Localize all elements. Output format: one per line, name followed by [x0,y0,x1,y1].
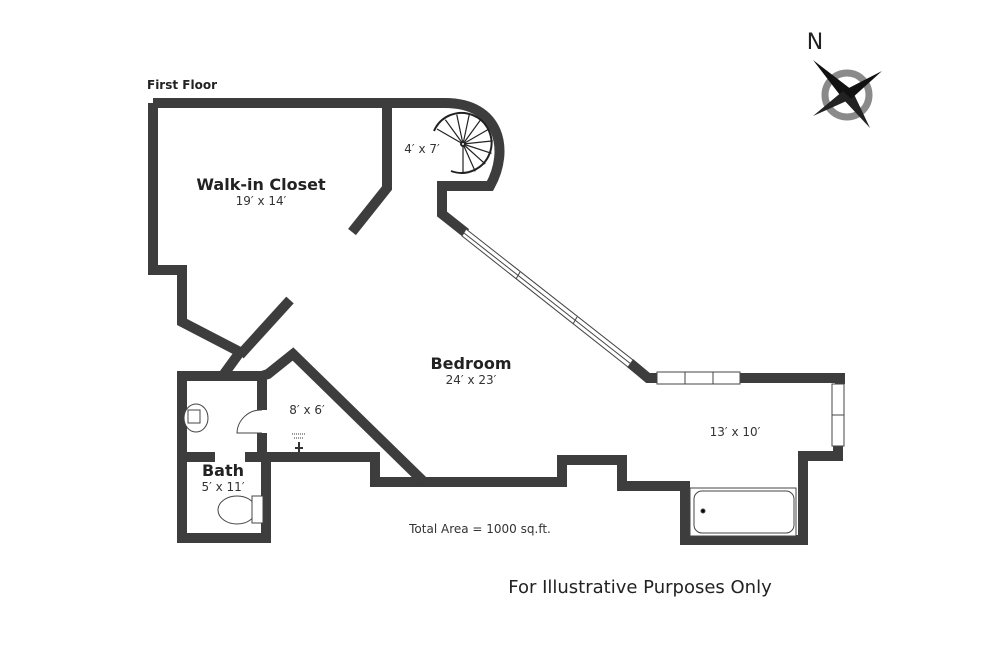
room-alcove-dims: 13′ x 10′ [709,425,761,439]
bath-wall [177,371,271,543]
doors [236,409,263,434]
stair-tread [462,119,482,145]
compass-rose-icon [813,60,882,128]
toilet-icon [217,495,257,525]
outer-wall-left [148,103,248,377]
room-name: Bedroom [430,354,512,373]
bath-door [236,409,263,434]
room-bath: Bath 5′ x 11′ [201,461,244,494]
closet-stub-wall [236,296,294,359]
stair-tread [462,143,492,154]
shower-wall [260,347,428,486]
stair-tread [462,128,490,145]
floor-label: First Floor [146,78,218,92]
outer-wall-bottom [262,446,843,545]
room-bedroom: Bedroom 24′ x 23′ [430,354,511,387]
shower-head-icon [292,433,306,452]
stair-tread [456,114,464,145]
room-walk-in-closet: Walk-in Closet 19′ x 14′ [196,175,325,208]
outer-wall-right [740,373,845,384]
stair-tread [436,128,464,145]
total-area: Total Area = 1000 sq.ft. [409,522,551,536]
room-name: Walk-in Closet [196,175,326,194]
spiral-stairs [433,111,493,174]
compass-north-label: N [806,30,824,55]
windows [461,228,845,447]
window-corner-wall [626,359,657,383]
walls [148,98,845,545]
room-stairs-dims: 4′ x 7′ [404,142,440,156]
stair-tread [462,114,470,145]
disclaimer: For Illustrative Purposes Only [508,577,772,598]
room-dims: 19′ x 14′ [235,194,287,208]
room-name: Bath [201,461,245,480]
outer-wall-top [153,98,505,237]
room-shower-dims: 8′ x 6′ [289,403,325,417]
stair-tread [444,119,464,145]
stair-tread [462,140,493,145]
room-dims: 5′ x 11′ [201,480,245,494]
window-top-right [656,371,741,385]
stair-tread [462,143,486,165]
room-dims: 24′ x 23′ [445,373,497,387]
closet-divider-wall [348,103,392,236]
stair-tread [462,143,476,172]
